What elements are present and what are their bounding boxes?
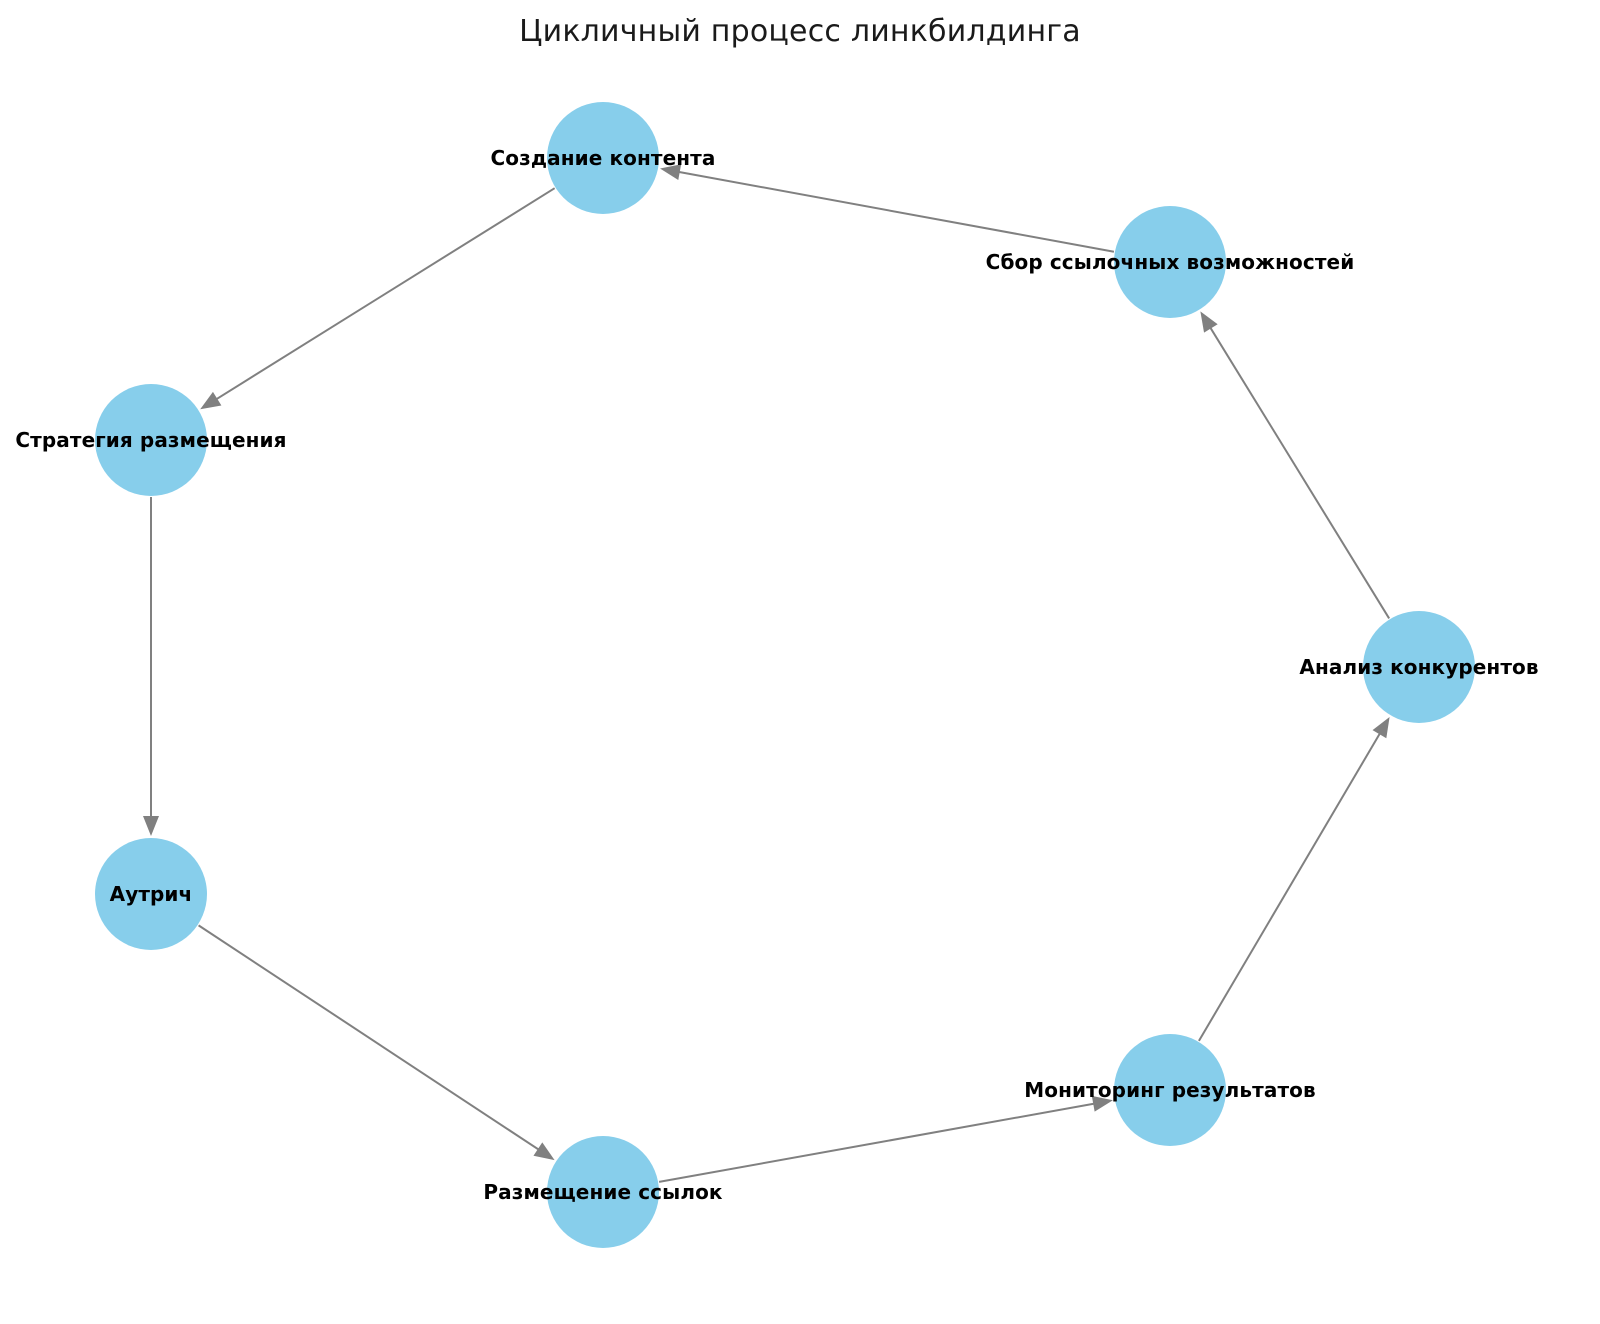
edge-line (658, 1102, 1098, 1183)
edge-arrowhead-icon (143, 816, 159, 836)
graph-node-competitors[interactable] (1363, 611, 1475, 723)
graph-edge (1200, 311, 1390, 619)
graph-edge (658, 1095, 1113, 1183)
edge-line (198, 924, 542, 1153)
graph-edge (1198, 716, 1390, 1042)
graph-edge (660, 164, 1115, 253)
edge-line (1207, 324, 1390, 619)
edge-line (1198, 730, 1383, 1042)
graph-node-placement[interactable] (547, 1136, 659, 1248)
edge-arrowhead-icon (533, 1142, 555, 1161)
graph-edge (200, 187, 556, 410)
edge-arrowhead-icon (660, 164, 682, 180)
graph-node-opportunity[interactable] (1114, 206, 1226, 318)
graph-edge (198, 924, 555, 1161)
edges-layer (143, 164, 1390, 1183)
page-title: Цикличный процесс линкбилдинга (519, 14, 1081, 49)
graph-node-outreach[interactable] (95, 838, 207, 950)
nodes-layer (95, 102, 1475, 1248)
graph-node-strategy[interactable] (95, 384, 207, 496)
edge-arrowhead-icon (1372, 716, 1390, 739)
graph-node-monitoring[interactable] (1114, 1034, 1226, 1146)
edge-line (675, 170, 1115, 253)
edge-line (213, 187, 556, 402)
edge-arrowhead-icon (200, 391, 222, 410)
edge-arrowhead-icon (1091, 1095, 1113, 1112)
edge-arrowhead-icon (1200, 311, 1218, 333)
graph-node-content[interactable] (547, 102, 659, 214)
graph-edge (143, 497, 159, 836)
